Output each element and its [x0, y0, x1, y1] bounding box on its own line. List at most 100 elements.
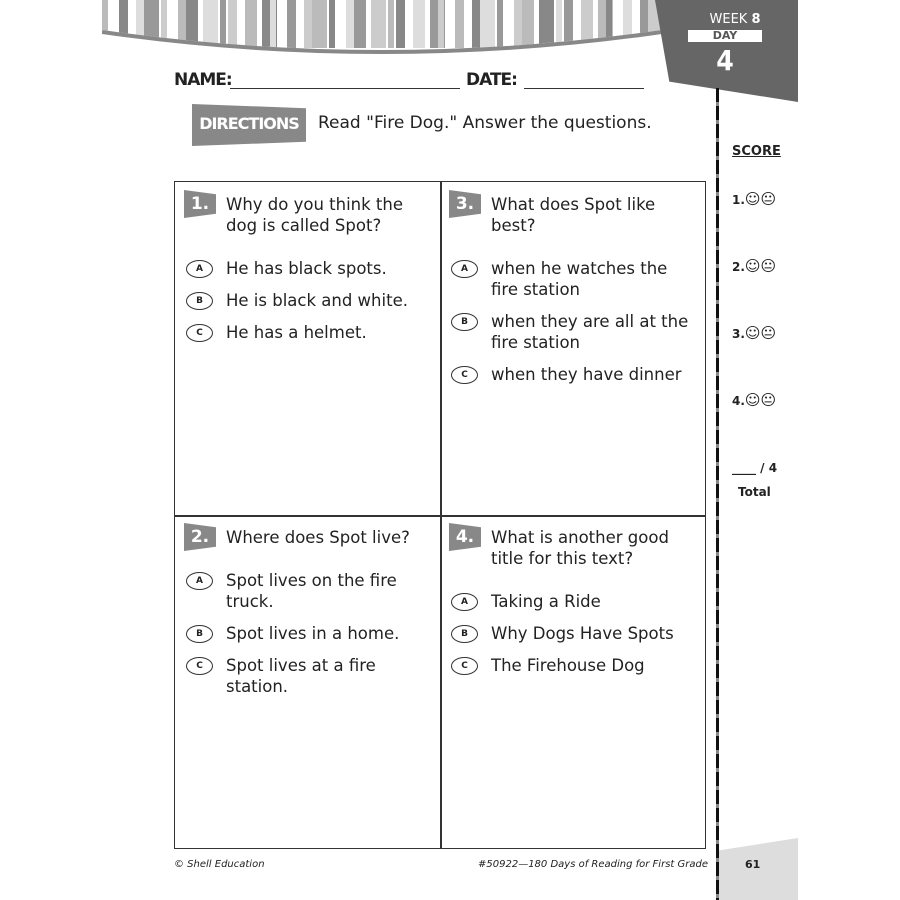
stripe — [606, 0, 612, 48]
answer-bubble[interactable]: B — [186, 292, 213, 310]
answer-text: when they are all at the fire station — [491, 312, 689, 352]
stripe — [514, 0, 523, 48]
stripe — [186, 0, 198, 48]
stripe — [539, 0, 554, 48]
stripe — [455, 0, 464, 48]
answer-text: Spot lives on the fire truck. — [226, 571, 397, 611]
question-text: What does Spot like best? — [491, 195, 656, 235]
score-total-label: Total — [738, 485, 771, 499]
smiley-faces-icon[interactable]: ☺😐 — [744, 391, 777, 409]
smiley-faces-icon[interactable]: ☺😐 — [744, 190, 777, 208]
stripe — [287, 0, 296, 48]
directions-badge: DIRECTIONS — [192, 104, 306, 146]
worksheet-page — [102, 0, 798, 900]
name-label: NAME: — [174, 70, 233, 90]
smiley-faces-icon[interactable]: ☺😐 — [744, 257, 777, 275]
answer-text: He has a helmet. — [226, 323, 367, 342]
stripe — [102, 0, 108, 48]
day-number: 4 — [716, 44, 734, 77]
page-number: 61 — [745, 858, 761, 871]
stripe — [564, 0, 573, 48]
grid-divider — [174, 515, 706, 517]
stripe — [346, 0, 355, 48]
name-field[interactable] — [230, 70, 460, 89]
answer-bubble[interactable]: A — [451, 260, 478, 278]
stripe — [354, 0, 366, 48]
answer-bubble[interactable]: B — [451, 625, 478, 643]
stripe — [270, 0, 276, 48]
answer-option[interactable]: C He has a helmet. — [184, 322, 434, 343]
stripe — [556, 0, 562, 48]
stripe — [220, 0, 226, 48]
stripe — [438, 0, 444, 48]
score-title: SCORE — [732, 144, 781, 159]
footer-title: #50922—180 Days of Reading for First Gra… — [478, 859, 708, 870]
score-item-number: 2. — [732, 260, 745, 274]
answer-bubble[interactable]: C — [186, 657, 213, 675]
week-label: WEEK 8 — [709, 12, 761, 27]
score-item: 3.☺😐 — [732, 324, 776, 342]
question-4: 4.What is another good title for this te… — [449, 523, 699, 676]
score-item: 2.☺😐 — [732, 257, 776, 275]
stripe — [480, 0, 495, 48]
answer-bubble[interactable]: C — [186, 324, 213, 342]
answer-text: Spot lives at a fire station. — [226, 656, 376, 696]
question-number-badge: 2. — [184, 523, 216, 551]
stripe — [245, 0, 257, 48]
stripe — [119, 0, 128, 48]
stripe — [413, 0, 425, 48]
stripe — [623, 0, 632, 48]
day-label: DAY — [688, 30, 762, 42]
question-text: Why do you think the dog is called Spot? — [226, 195, 404, 235]
answer-option[interactable]: A Spot lives on the fire truck. — [184, 570, 434, 612]
answer-option[interactable]: B Why Dogs Have Spots — [449, 623, 699, 644]
stripe — [581, 0, 593, 48]
stripe — [228, 0, 237, 48]
answer-bubble[interactable]: C — [451, 657, 478, 675]
question-1: 1. Why do you think the dog is called Spo… — [184, 190, 434, 343]
stripe — [329, 0, 335, 48]
score-total-blank[interactable]: ____ / 4 — [732, 461, 778, 475]
answer-bubble[interactable]: A — [186, 260, 213, 278]
answer-option[interactable]: C The Firehouse Dog — [449, 655, 699, 676]
score-item-number: 1. — [732, 193, 745, 207]
answer-option[interactable]: B Spot lives in a home. — [184, 623, 434, 644]
answer-option[interactable]: B He is black and white. — [184, 290, 434, 311]
footer-copyright: © Shell Education — [174, 859, 265, 870]
question-number-badge: 1. — [184, 190, 216, 218]
question-text: Where does Spot live? — [226, 528, 410, 547]
answer-bubble[interactable]: C — [451, 366, 478, 384]
answer-text: Why Dogs Have Spots — [491, 624, 674, 643]
stripe — [522, 0, 534, 48]
answer-bubble[interactable]: B — [451, 313, 478, 331]
answer-bubble[interactable]: A — [451, 593, 478, 611]
answer-bubble[interactable]: B — [186, 625, 213, 643]
score-item-number: 4. — [732, 394, 745, 408]
answer-text: when he watches the fire station — [491, 259, 668, 299]
decorative-curve — [102, 30, 662, 60]
date-label: DATE: — [466, 70, 518, 90]
score-item-number: 3. — [732, 327, 745, 341]
answer-bubble[interactable]: A — [186, 572, 213, 590]
answer-text: Spot lives in a home. — [226, 624, 400, 643]
smiley-faces-icon[interactable]: ☺😐 — [744, 324, 777, 342]
score-item: 1.☺😐 — [732, 190, 776, 208]
answer-text: The Firehouse Dog — [491, 656, 645, 675]
stripe — [396, 0, 405, 48]
answer-text: when they have dinner — [491, 365, 682, 384]
question-2: 2. Where does Spot live? A Spot lives on th… — [184, 523, 434, 697]
question-text: What is another good title for this text… — [491, 528, 669, 568]
answer-option[interactable]: C Spot lives at a fire station. — [184, 655, 434, 697]
stripe — [161, 0, 167, 48]
stripe — [388, 0, 394, 48]
date-field[interactable] — [524, 70, 644, 89]
answer-text: He is black and white. — [226, 291, 408, 310]
stripe — [371, 0, 386, 48]
stripe — [178, 0, 187, 48]
